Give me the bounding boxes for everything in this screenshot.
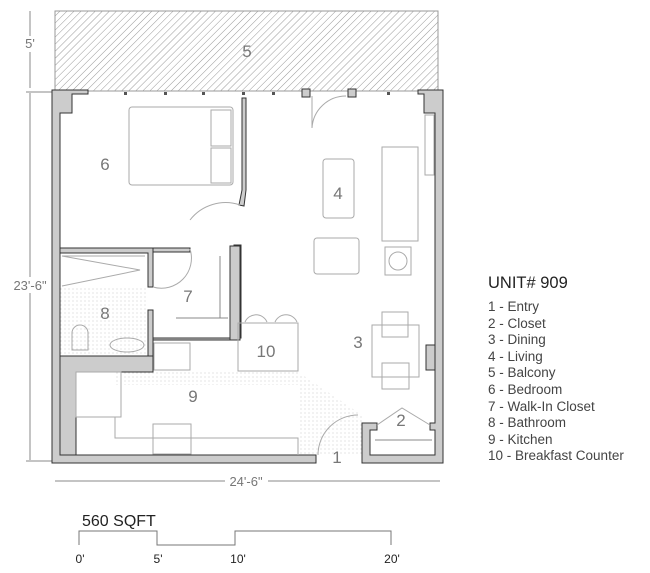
room-label-bedroom: 6 <box>100 155 109 174</box>
unit-title: UNIT# 909 <box>488 274 568 292</box>
bed <box>128 106 234 186</box>
legend: UNIT# 909 1 - Entry 2 - Closet 3 - Dinin… <box>488 274 624 465</box>
scale-tick-5: 5' <box>154 552 163 566</box>
kitchen-sink <box>153 342 191 371</box>
kitchen-floor <box>115 372 362 455</box>
bathroom-floor <box>60 288 148 356</box>
side-table <box>384 246 412 276</box>
room-label-dining: 3 <box>353 333 362 352</box>
breakfast-counter <box>237 322 299 372</box>
sofa <box>381 146 419 242</box>
shower <box>61 255 145 287</box>
room-label-walk-in-closet: 7 <box>183 287 192 306</box>
scale-tick-0: 0' <box>76 552 85 566</box>
closet-2-doors <box>376 407 431 426</box>
walls <box>51 88 444 464</box>
bedroom-door <box>189 202 241 221</box>
bath-sink <box>109 337 145 353</box>
room-label-living: 4 <box>333 184 342 203</box>
balcony-door <box>311 95 347 129</box>
balcony-depth-dimension: 5' <box>25 36 35 51</box>
legend-item: 5 - Balcony <box>488 365 556 381</box>
scale-bar <box>78 530 392 546</box>
refrigerator <box>75 371 122 418</box>
square-footage: 560 SQFT <box>82 513 156 530</box>
legend-item: 3 - Dining <box>488 332 546 348</box>
room-label-balcony: 5 <box>242 42 251 61</box>
dining-table <box>371 324 420 378</box>
legend-item: 10 - Breakfast Counter <box>488 448 624 464</box>
legend-item: 6 - Bedroom <box>488 381 563 397</box>
entry-door <box>317 414 359 456</box>
scale-tick-20: 20' <box>384 552 400 566</box>
room-label-entry: 1 <box>332 448 341 467</box>
balcony-area <box>54 10 439 92</box>
bar-stools <box>244 314 298 323</box>
unit-width-dimension: 24'-6" <box>229 474 263 489</box>
coffee-table <box>322 158 355 219</box>
armchair <box>313 237 360 275</box>
room-label-closet: 2 <box>396 411 405 430</box>
furniture <box>61 95 435 456</box>
room-label-bathroom: 8 <box>100 304 109 323</box>
closet-door <box>152 248 192 289</box>
legend-item: 2 - Closet <box>488 315 546 331</box>
dimension-lines <box>26 11 440 482</box>
legend-item: 1 - Entry <box>488 299 540 314</box>
toilet <box>71 324 89 351</box>
legend-item: 9 - Kitchen <box>488 431 553 447</box>
room-label-breakfast-counter: 10 <box>257 342 276 361</box>
unit-depth-dimension: 23'-6" <box>13 278 47 293</box>
room-label-kitchen: 9 <box>188 387 197 406</box>
window-posts <box>124 92 390 95</box>
legend-item: 4 - Living <box>488 348 543 364</box>
legend-item: 7 - Walk-In Closet <box>488 398 595 414</box>
scale-tick-10: 10' <box>230 552 246 566</box>
stove <box>152 423 192 455</box>
legend-item: 8 - Bathroom <box>488 415 567 431</box>
